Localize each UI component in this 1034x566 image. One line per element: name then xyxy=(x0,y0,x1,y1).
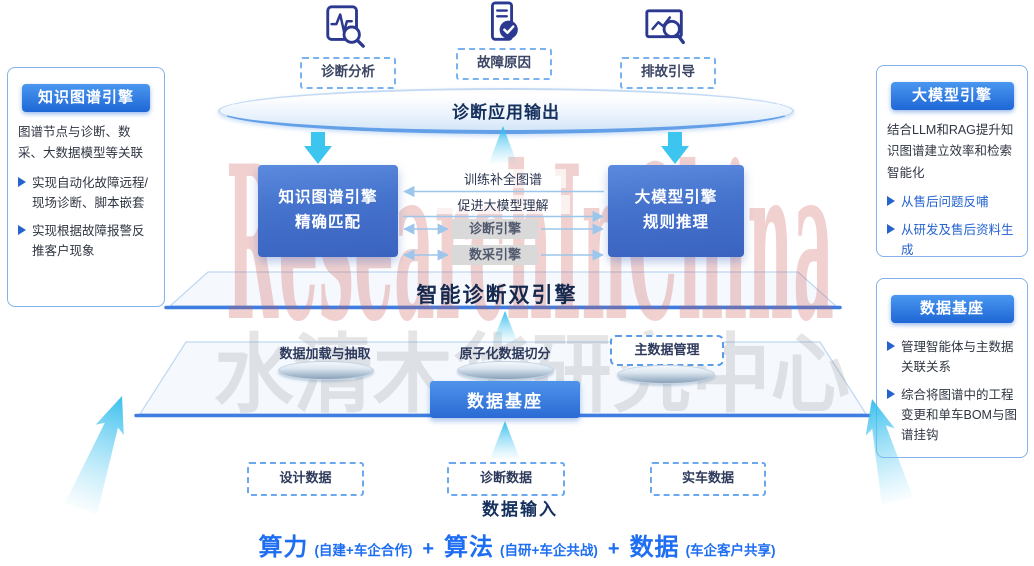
master-data-management-box: 主数据管理 xyxy=(610,335,724,366)
input-box-design-data: 设计数据 xyxy=(247,462,364,496)
knowledge-graph-engine-panel: 知识图谱引擎 图谱节点与诊断、数采、大数据模型等关联 实现自动化故障远程/现场诊… xyxy=(7,67,165,307)
kg-panel-bullet-2: 实现根据故障报警反推客户现象 xyxy=(18,221,156,261)
down-arrow-to-llm-engine xyxy=(661,132,689,164)
data-input-title: 数据输入 xyxy=(482,500,558,519)
dual-engine-title: 智能诊断双引擎 xyxy=(416,284,578,307)
llm-panel-desc: 结合LLM和RAG提升知识图谱建立效率和检索智能化 xyxy=(887,123,1014,180)
data-base-panel: 数据基座 管理智能体与主数据关联关系 综合将图谱中的工程变更和单车BOM与图谱挂… xyxy=(876,278,1028,458)
output-label-fault-cause: 故障原因 xyxy=(456,48,552,80)
atomized-data-split-label: 原子化数据切分 xyxy=(459,346,551,361)
llm-panel-bullet-1: 从售后问题反哺 xyxy=(887,192,1019,212)
formula-term-algorithm: 算法 xyxy=(444,534,494,561)
formula-note-algorithm: (自研+车企共战) xyxy=(500,543,598,558)
kg-panel-title: 知识图谱引擎 xyxy=(22,84,150,112)
arrow-bullet-icon xyxy=(887,389,895,399)
input-box-real-vehicle-data: 实车数据 xyxy=(650,462,766,496)
up-arrow-to-dual-engine xyxy=(492,311,518,343)
arrow-bullet-icon xyxy=(18,176,26,187)
kg-engine-line1: 知识图谱引擎 xyxy=(278,189,378,207)
data-base-panel-title: 数据基座 xyxy=(890,295,1014,323)
atomized-data-split-disk xyxy=(457,361,554,380)
llm-panel-bullet-2: 从研发及售后资料生成 xyxy=(887,220,1019,260)
formula-term-data: 数据 xyxy=(629,534,680,561)
document-check-icon xyxy=(490,1,518,41)
formula-note-data: (车企客户共享) xyxy=(685,543,776,558)
data-base-bullet-1-text: 管理智能体与主数据关联关系 xyxy=(901,340,1014,374)
kg-panel-desc: 图谱节点与诊断、数采、大数据模型等关联 xyxy=(18,125,144,161)
data-base-bullet-2-text: 综合将图谱中的工程变更和单车BOM与图谱挂钩 xyxy=(901,388,1017,442)
link-label-promote-llm-understanding: 促进大模型理解 xyxy=(436,195,570,214)
screen-chart-magnifier-icon xyxy=(645,9,685,45)
data-load-extract-disk xyxy=(278,361,374,380)
link-chip-daq-engine: 数采引擎 xyxy=(452,245,538,265)
arrow-bullet-icon xyxy=(887,341,895,351)
output-label-diagnosis-analysis: 诊断分析 xyxy=(300,57,396,89)
input-box-diagnosis-data: 诊断数据 xyxy=(447,462,565,496)
formula-note-computing-power: (自建+车企合作) xyxy=(314,543,413,558)
output-label-troubleshooting-guide: 排故引导 xyxy=(620,57,716,89)
diagnosis-output-label: 诊断应用输出 xyxy=(452,102,560,122)
llm-panel-bullet-2-text: 从研发及售后资料生成 xyxy=(901,222,1014,257)
down-arrow-to-kg-engine xyxy=(304,132,332,164)
arrow-bullet-icon xyxy=(18,224,26,235)
kg-panel-bullet-1: 实现自动化故障远程/现场诊断、脚本嵌套 xyxy=(18,173,156,213)
data-base-box: 数据基座 xyxy=(430,381,580,418)
llm-panel-title: 大模型引擎 xyxy=(890,82,1014,110)
master-data-management-disk xyxy=(617,365,715,384)
waveform-magnifier-icon xyxy=(326,5,365,48)
diagnosis-output-ellipse: 诊断应用输出 xyxy=(218,88,794,134)
knowledge-graph-engine-box: 知识图谱引擎 精确匹配 xyxy=(258,165,398,257)
data-base-bullet-2: 综合将图谱中的工程变更和单车BOM与图谱挂钩 xyxy=(887,385,1019,445)
resource-formula: 算力 (自建+车企合作) + 算法 (自研+车企共战) + 数据 (车企客户共享… xyxy=(0,527,1034,562)
data-base-bullet-1: 管理智能体与主数据关联关系 xyxy=(887,337,1019,377)
link-label-train-complete-graph: 训练补全图谱 xyxy=(440,169,566,188)
link-chip-diagnosis-engine: 诊断引擎 xyxy=(452,219,538,239)
kg-panel-bullet-1-text: 实现自动化故障远程/现场诊断、脚本嵌套 xyxy=(32,175,148,210)
kg-engine-line2: 精确匹配 xyxy=(294,214,361,231)
formula-plus-2: + xyxy=(607,538,620,560)
formula-plus-1: + xyxy=(422,538,434,560)
kg-panel-bullet-2-text: 实现根据故障报警反推客户现象 xyxy=(32,223,145,258)
llm-engine-line1: 大模型引擎 xyxy=(634,189,718,207)
llm-engine-line2: 规则推理 xyxy=(642,214,709,231)
llm-engine-panel: 大模型引擎 结合LLM和RAG提升知识图谱建立效率和检索智能化 从售后问题反哺 … xyxy=(876,65,1028,257)
up-arrow-to-data-base xyxy=(490,421,520,459)
arrow-bullet-icon xyxy=(887,223,895,234)
formula-term-computing-power: 算力 xyxy=(258,534,309,561)
diagonal-arrow-left xyxy=(64,396,124,515)
data-load-extract-label: 数据加载与抽取 xyxy=(279,346,371,361)
arrow-bullet-icon xyxy=(887,195,895,206)
llm-engine-box: 大模型引擎 规则推理 xyxy=(608,165,744,257)
llm-panel-bullet-1-text: 从售后问题反哺 xyxy=(901,194,989,209)
